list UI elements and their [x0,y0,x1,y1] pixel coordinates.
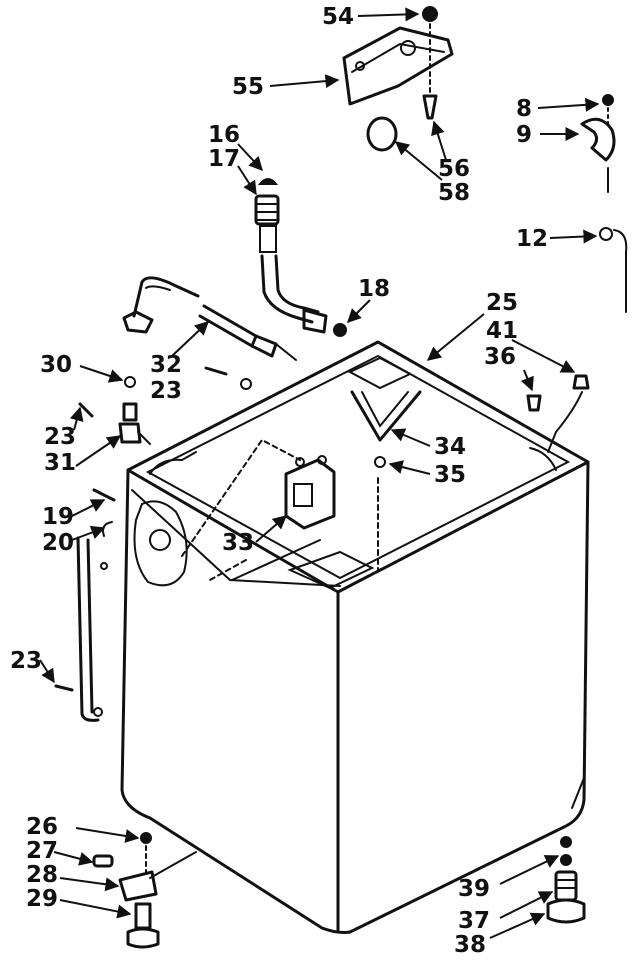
part-58-plug [366,116,398,152]
label-39: 39 [458,876,490,902]
part-12-fitting [599,227,628,313]
label-27: 27 [26,838,58,864]
label-32: 32 [150,352,182,378]
label-20: 20 [42,530,74,556]
part-16-17-hose [254,178,328,334]
label-37: 37 [458,908,490,934]
label-23-lower: 23 [10,648,42,674]
label-9: 9 [516,122,532,148]
part-30-31-valve [118,376,151,445]
label-56: 56 [438,156,470,182]
part-23-screws [54,366,252,692]
label-19: 19 [42,504,74,530]
label-58: 58 [438,180,470,206]
cabinet-drawing [120,340,590,934]
label-18: 18 [358,276,390,302]
part-55-bracket [342,26,454,106]
part-36-41-hardware [526,374,590,453]
label-12: 12 [516,226,548,252]
label-31: 31 [44,450,76,476]
part-26-29-left-leg [92,832,160,949]
label-17: 17 [208,146,240,172]
part-19-20-fitting [76,521,113,722]
label-36: 36 [484,344,516,370]
part-18-nut [333,323,347,337]
part-56-screw [422,94,438,120]
label-38: 38 [454,932,486,958]
label-8: 8 [516,96,532,122]
label-26: 26 [26,814,58,840]
label-25: 25 [486,290,518,316]
label-29: 29 [26,886,58,912]
part-33-switch [284,455,336,530]
part-8-9-clamp [580,94,616,193]
label-41: 41 [486,318,518,344]
label-55: 55 [232,74,264,100]
part-labels: 54 55 56 58 8 9 12 16 17 18 25 41 36 30 … [10,4,548,958]
label-34: 34 [434,434,466,460]
label-35: 35 [434,462,466,488]
label-54: 54 [322,4,354,30]
label-33: 33 [222,530,254,556]
part-32-tube [122,276,297,361]
label-23-upper: 23 [150,378,182,404]
label-28: 28 [26,862,58,888]
label-23-left: 23 [44,424,76,450]
part-37-39-right-leg [546,836,586,924]
label-16: 16 [208,122,240,148]
label-30: 30 [40,352,72,378]
leader-lines [39,7,600,939]
part-34-35-bracket [350,390,422,468]
